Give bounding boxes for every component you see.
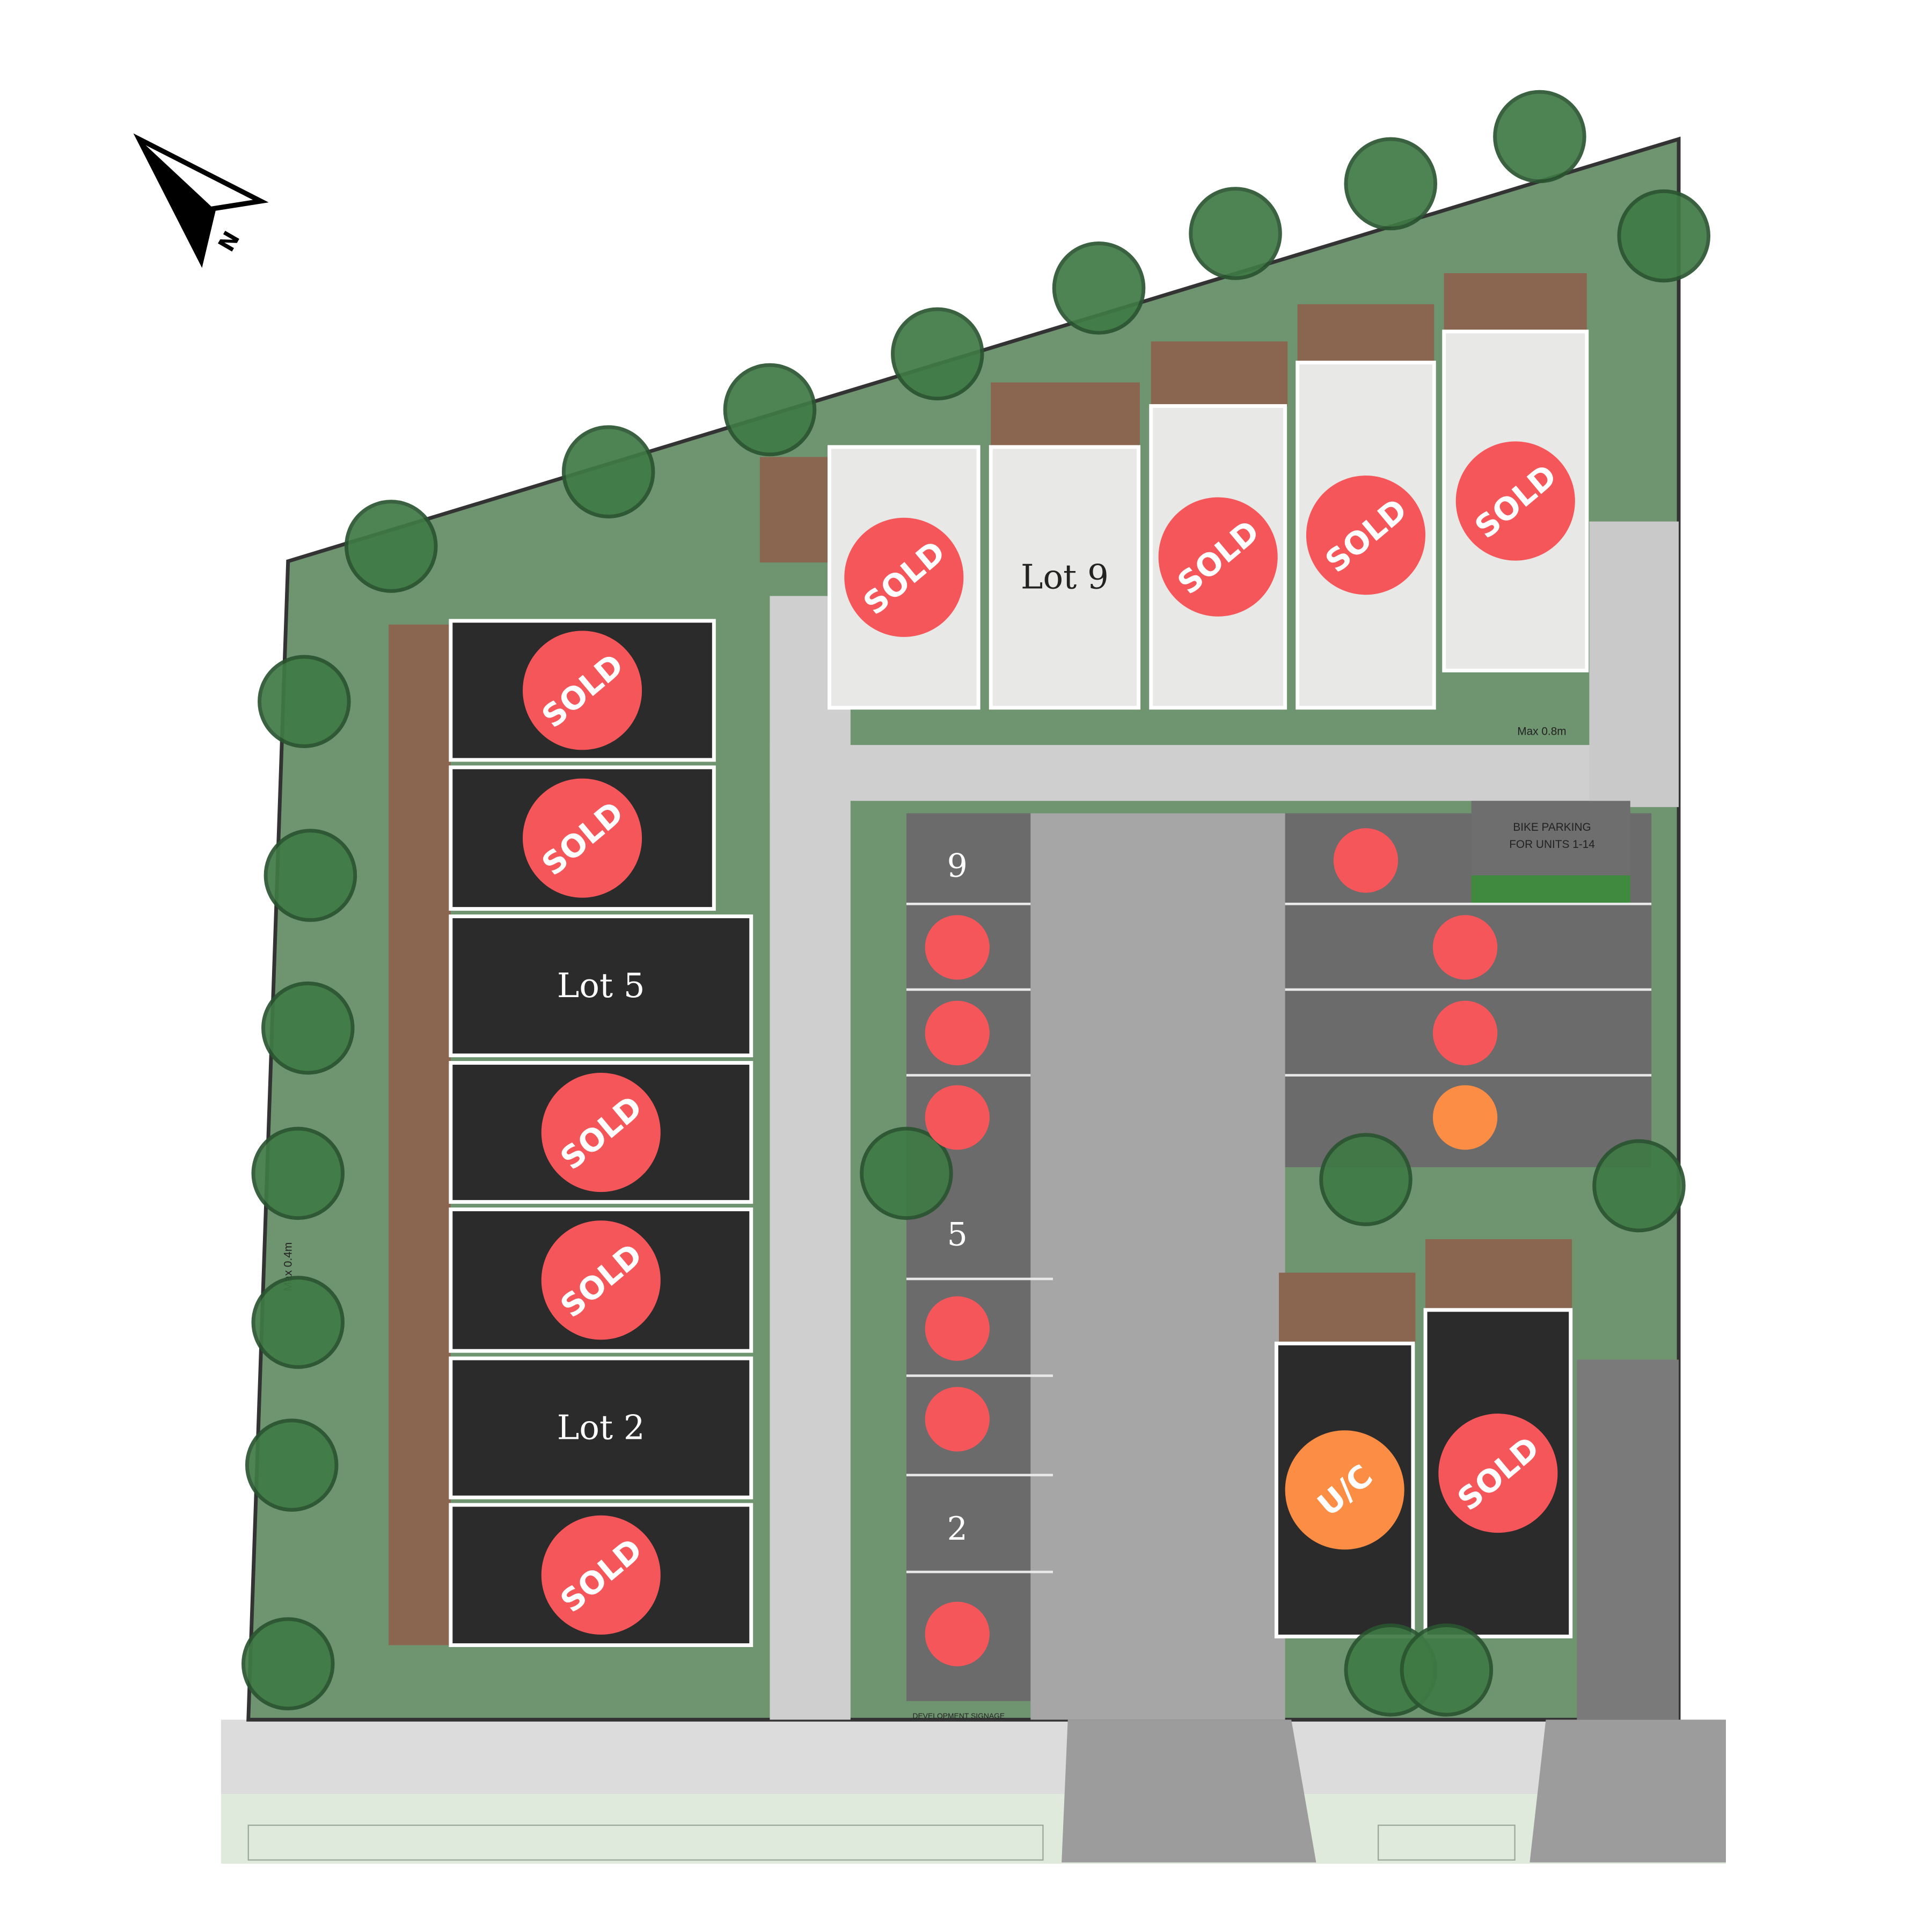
sold-parking-marker[interactable] bbox=[1432, 915, 1498, 980]
side-path bbox=[770, 596, 851, 1720]
lot-sold[interactable]: SOLD bbox=[449, 1208, 753, 1353]
bike-parking-area bbox=[1471, 801, 1630, 876]
tree-icon bbox=[1052, 241, 1146, 335]
tree-icon bbox=[261, 981, 355, 1075]
internal-path bbox=[770, 745, 1679, 801]
bay-number: 2 bbox=[947, 1510, 968, 1548]
tree-icon bbox=[241, 1617, 335, 1711]
street-verge bbox=[221, 1794, 1726, 1864]
timber-decks bbox=[389, 273, 1587, 1645]
tree-icon bbox=[251, 1126, 345, 1220]
lot-lot-5[interactable]: Lot 5 bbox=[449, 914, 753, 1058]
sold-parking-marker[interactable] bbox=[925, 915, 990, 980]
sold-parking-marker[interactable] bbox=[1333, 828, 1399, 893]
tree-icon bbox=[1344, 137, 1438, 231]
driveway-crossover bbox=[1062, 1719, 1316, 1863]
verge-blocks bbox=[247, 1824, 1516, 1861]
bay-number: 9 bbox=[947, 847, 968, 884]
sold-badge bbox=[523, 778, 642, 898]
sold-badge bbox=[1306, 475, 1426, 595]
development-signage: DEVELOPMENT SIGNAGE bbox=[913, 1711, 1005, 1720]
bike-parking-label-1: BIKE PARKING bbox=[1513, 821, 1591, 833]
bike-hedge bbox=[1471, 875, 1630, 903]
garage-driveway bbox=[1577, 1359, 1679, 1720]
tree-icon bbox=[561, 425, 655, 518]
bay-number: 5 bbox=[947, 1216, 968, 1254]
sold-parking-marker[interactable] bbox=[925, 1085, 990, 1150]
tree-icon bbox=[345, 500, 438, 593]
sold-badge bbox=[541, 1220, 661, 1340]
bike-parking-label-2: FOR UNITS 1-14 bbox=[1509, 838, 1595, 851]
lot-label: Lot 9 bbox=[1021, 558, 1109, 597]
building-footprint bbox=[449, 1356, 753, 1499]
lot-label: Lot 2 bbox=[557, 1408, 645, 1447]
lot-sold[interactable]: SOLD bbox=[1423, 1308, 1573, 1638]
tree-icon bbox=[723, 363, 817, 457]
driveway bbox=[1030, 813, 1285, 1720]
north-arrow-icon: N bbox=[133, 133, 269, 268]
tree-icon bbox=[1493, 90, 1586, 184]
lot-sold[interactable]: SOLD bbox=[449, 1503, 753, 1648]
lot-sold[interactable]: SOLD bbox=[1149, 404, 1287, 710]
lot-lot-9[interactable]: Lot 9 bbox=[989, 445, 1141, 710]
tree-icon bbox=[891, 307, 984, 401]
lot-sold[interactable]: SOLD bbox=[1442, 330, 1589, 672]
lot-sold[interactable]: SOLD bbox=[449, 1060, 753, 1204]
lot-sold[interactable]: SOLD bbox=[1296, 361, 1436, 710]
tree-icon bbox=[251, 1276, 345, 1369]
east-path bbox=[1589, 521, 1679, 807]
lot-sold[interactable]: SOLD bbox=[828, 445, 980, 710]
sold-parking-marker[interactable] bbox=[925, 1000, 990, 1066]
parking-markers bbox=[925, 828, 1498, 1666]
tree-icon bbox=[860, 1126, 953, 1220]
sold-parking-marker[interactable] bbox=[925, 1387, 990, 1452]
lot-label: Lot 5 bbox=[557, 966, 645, 1005]
building-footprint bbox=[989, 445, 1141, 710]
sold-badge bbox=[1158, 497, 1278, 617]
under_contract-badge bbox=[1285, 1430, 1404, 1550]
sold-badge bbox=[541, 1515, 661, 1635]
tree-icon bbox=[245, 1418, 339, 1512]
tree-icon bbox=[264, 829, 357, 922]
garage-crossover bbox=[1529, 1719, 1726, 1863]
tree-icon bbox=[258, 655, 351, 748]
sold-parking-marker[interactable] bbox=[925, 1296, 990, 1361]
sold-parking-marker[interactable] bbox=[925, 1601, 990, 1666]
sold-badge bbox=[1438, 1414, 1558, 1533]
lot-lot-2[interactable]: Lot 2 bbox=[449, 1356, 753, 1499]
lot-u-c[interactable]: U/C bbox=[1274, 1341, 1415, 1638]
tree-icon bbox=[1189, 187, 1282, 280]
sold-badge bbox=[844, 517, 964, 637]
lot-sold[interactable]: SOLD bbox=[449, 765, 716, 911]
sold-parking-marker[interactable] bbox=[1432, 1000, 1498, 1066]
bay-lines bbox=[906, 903, 1652, 1574]
tree-icon bbox=[1617, 189, 1711, 283]
building-footprint bbox=[449, 914, 753, 1058]
lot-sold[interactable]: SOLD bbox=[449, 619, 716, 762]
sold-badge bbox=[1455, 441, 1575, 561]
street-footpath bbox=[221, 1719, 1726, 1795]
trees bbox=[241, 90, 1711, 1717]
sold-badge bbox=[523, 631, 642, 750]
under_contract-parking-marker[interactable] bbox=[1432, 1085, 1498, 1150]
north-label: N bbox=[213, 226, 245, 256]
tree-icon bbox=[1400, 1623, 1494, 1717]
tree-icon bbox=[1319, 1133, 1413, 1226]
tree-icon bbox=[1592, 1139, 1686, 1233]
max-height-note-right: Max 0.8m bbox=[1517, 726, 1566, 738]
sold-badge bbox=[541, 1072, 661, 1192]
